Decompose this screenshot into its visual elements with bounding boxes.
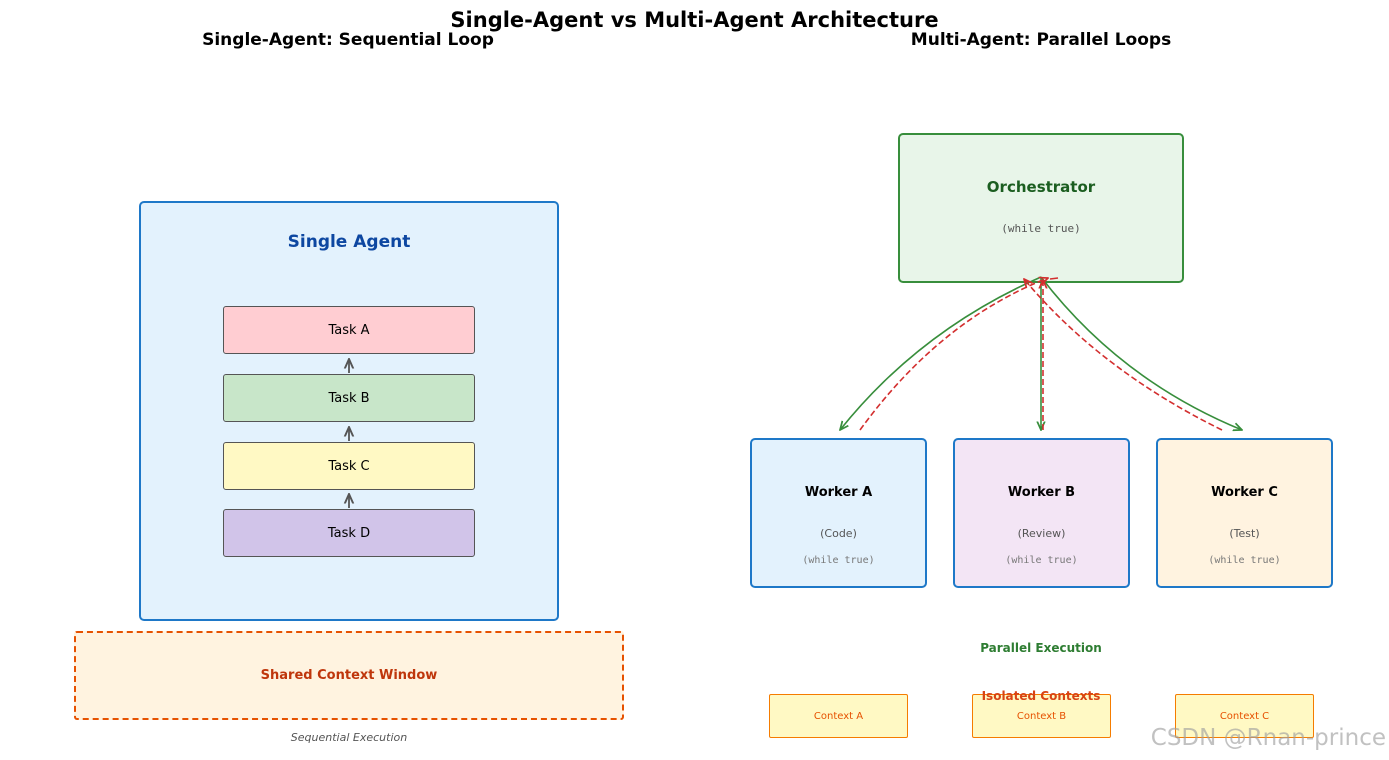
worker-a-role: (Code) bbox=[820, 526, 857, 540]
task-c-box: Task C bbox=[223, 442, 475, 490]
worker-c-role: (Test) bbox=[1229, 526, 1260, 540]
orchestrator-label: Orchestrator bbox=[986, 178, 1096, 196]
result-arrow-worker-c bbox=[1024, 279, 1223, 431]
single-agent-label: Single Agent bbox=[287, 232, 411, 252]
multi-agent-heading: Multi-Agent: Parallel Loops bbox=[910, 30, 1172, 50]
worker-a-label: Worker A bbox=[804, 484, 873, 500]
sequential-execution-label: Sequential Execution bbox=[290, 730, 408, 744]
worker-b-label: Worker B bbox=[1007, 484, 1076, 500]
single-agent-heading: Single-Agent: Sequential Loop bbox=[202, 30, 494, 50]
task-d-box: Task D bbox=[223, 509, 475, 557]
worker-c-loop: (while true) bbox=[1208, 554, 1281, 566]
context-c-box: Context C bbox=[1175, 694, 1314, 738]
worker-b-box bbox=[953, 438, 1130, 588]
parallel-execution-label: Parallel Execution bbox=[980, 641, 1102, 655]
worker-b-role: (Review) bbox=[1017, 526, 1066, 540]
task-b-box: Task B bbox=[223, 374, 475, 422]
context-b-box: Context B bbox=[972, 694, 1111, 738]
orchestrator-box bbox=[898, 133, 1184, 283]
dispatch-arrow-worker-c bbox=[1040, 276, 1242, 430]
result-arrow-worker-a bbox=[859, 278, 1048, 431]
worker-a-loop: (while true) bbox=[802, 554, 875, 566]
shared-context-window: Shared Context Window bbox=[74, 631, 624, 720]
diagram-title: Single-Agent vs Multi-Agent Architecture bbox=[450, 8, 939, 32]
watermark-text: CSDN @Rnan-prince bbox=[1150, 725, 1386, 751]
context-a-box: Context A bbox=[769, 694, 908, 738]
worker-b-loop: (while true) bbox=[1005, 554, 1078, 566]
worker-c-box bbox=[1156, 438, 1333, 588]
task-a-box: Task A bbox=[223, 306, 475, 354]
worker-c-label: Worker C bbox=[1211, 484, 1278, 500]
orchestrator-loop-label: (while true) bbox=[1001, 221, 1081, 235]
dispatch-arrow-worker-a bbox=[840, 276, 1042, 430]
isolated-contexts-label: Isolated Contexts bbox=[981, 689, 1101, 703]
worker-a-box bbox=[750, 438, 927, 588]
